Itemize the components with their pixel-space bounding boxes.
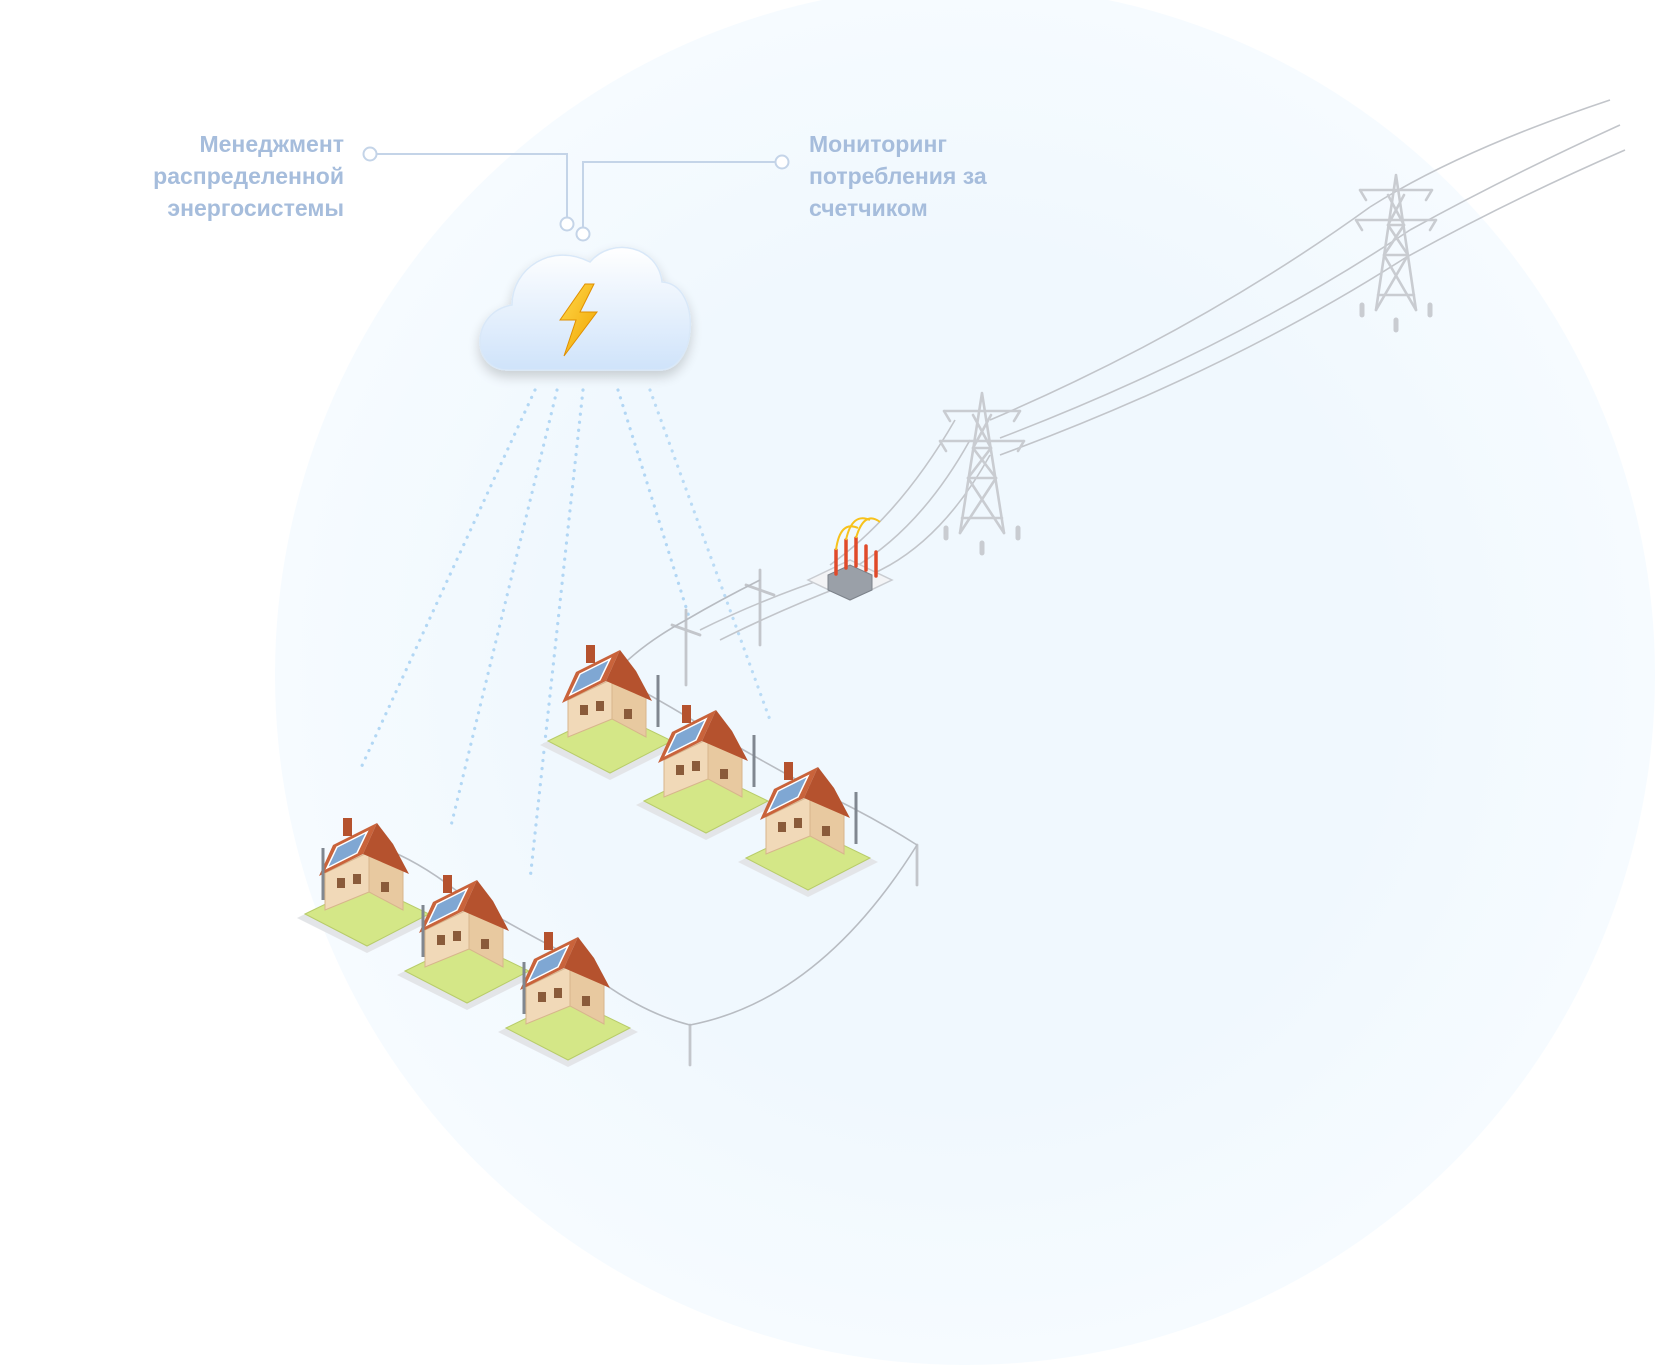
houses: [297, 645, 878, 1067]
label-distributed-energy-management: Менеджмент распределенной энергосистемы: [153, 128, 344, 224]
solar-house-icon: [540, 645, 680, 780]
cloud-icon: [479, 246, 691, 371]
label-left-line-2: распределенной: [153, 163, 344, 189]
label-left-line-3: энергосистемы: [167, 195, 344, 221]
solar-house-icon: [738, 762, 878, 897]
label-right-line-3: счетчиком: [809, 195, 928, 221]
solar-house-icon: [397, 875, 537, 1010]
substation-icon: [806, 517, 894, 601]
lightning-icon: [559, 283, 598, 357]
solar-house-icon: [498, 932, 638, 1067]
label-left-line-1: Менеджмент: [199, 131, 344, 157]
transmission-tower-icon: [938, 173, 1438, 556]
data-streams: [358, 388, 772, 882]
solar-house-icon: [297, 818, 437, 953]
label-connectors: [362, 146, 790, 242]
solar-house-icon: [636, 705, 776, 840]
label-right-line-2: потребления за: [809, 163, 987, 189]
label-behind-the-meter-monitoring: Мониторинг потребления за счетчиком: [809, 128, 987, 224]
label-right-line-1: Мониторинг: [809, 131, 947, 157]
